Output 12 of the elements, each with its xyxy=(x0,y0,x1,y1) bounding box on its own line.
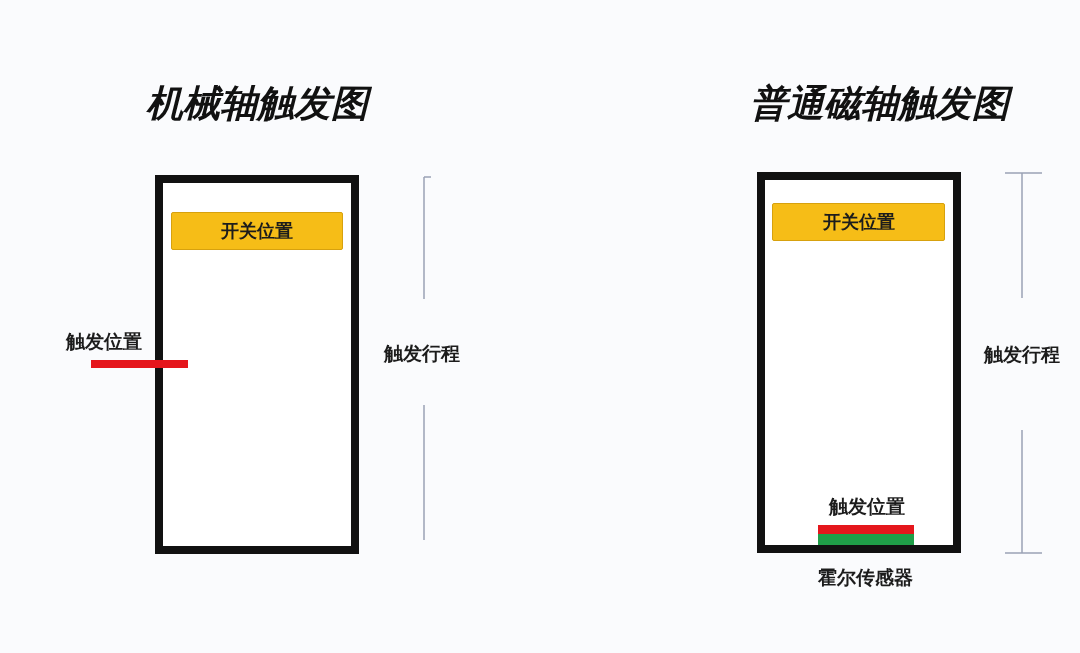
diagram-heading: 机械轴触发图 xyxy=(112,80,402,128)
trigger-label: 触发位置 xyxy=(65,329,143,354)
switch-position-box: 开关位置 xyxy=(772,203,945,241)
switch-position-box: 开关位置 xyxy=(171,212,343,250)
trigger-label: 触发位置 xyxy=(828,494,906,519)
sensor-bar xyxy=(818,534,914,545)
diagram-heading: 普通磁轴触发图 xyxy=(714,80,1044,128)
travel-label: 触发行程 xyxy=(383,341,461,366)
switch-frame xyxy=(757,172,961,553)
switch-frame xyxy=(155,175,359,554)
travel-label: 触发行程 xyxy=(983,342,1061,367)
sensor-label: 霍尔传感器 xyxy=(816,565,914,590)
